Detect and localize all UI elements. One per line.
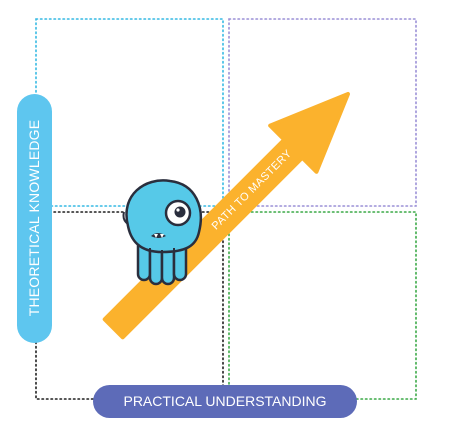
octopus-mascot [122, 179, 203, 286]
quadrant-bottom-right [228, 211, 417, 400]
y-axis-pill [17, 94, 52, 343]
x-axis-pill: PRACTICAL UNDERSTANDING [93, 385, 357, 418]
quadrant-top-right [228, 18, 417, 207]
y-axis-label: THEORETICAL KNOWLEDGE [26, 119, 42, 317]
x-axis-label: PRACTICAL UNDERSTANDING [123, 393, 327, 409]
quadrant-top-left [35, 18, 224, 207]
